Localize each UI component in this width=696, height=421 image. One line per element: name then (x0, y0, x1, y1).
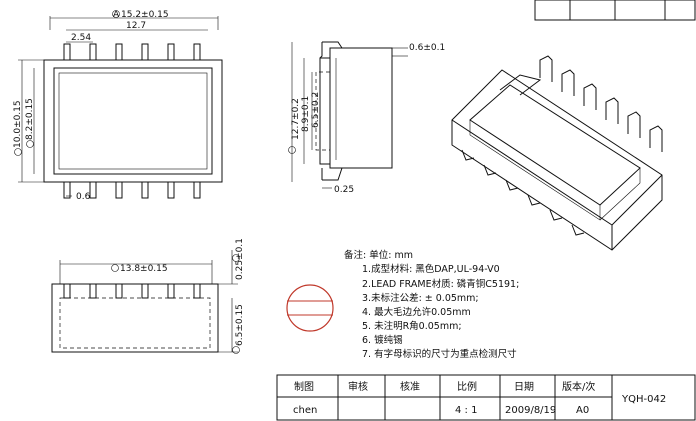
top-body-outer (43, 59, 223, 183)
top-body-inner (53, 67, 213, 175)
dim-side-h1: 12.7±0.2 (291, 98, 301, 140)
iso-pins-rear (539, 55, 663, 152)
tb-version: A0 (576, 405, 589, 416)
dim-front-h1: 0.25±0.1 (235, 238, 245, 280)
tb-header-version: 版本/次 (562, 380, 595, 393)
dim-pitch: 2.54 (71, 33, 91, 43)
dim-top-inner: 12.7 (126, 21, 146, 31)
tb-header-drawn: 制图 (294, 380, 314, 393)
dim-front-h2: 6.5±0.15 (235, 304, 245, 346)
note-4: 4. 最大毛边允许0.05mm (362, 306, 471, 318)
tb-date: 2009/8/19 (505, 405, 556, 416)
title-block: 制图 审核 核准 比例 日期 版本/次 chen 4 : 1 2009/8/19… (276, 374, 696, 421)
top-leads-upper (63, 43, 201, 61)
dim-lead-width: 0.6 (76, 192, 91, 202)
note-7: 7. 有字母标识的尺寸为重点检测尺寸 (362, 348, 517, 360)
dim-top-width: 15.2±0.15 (121, 10, 169, 20)
note-1: 1.成型材料: 黑色DAP,UL-94-V0 (362, 263, 500, 275)
note-5: 5. 未注明R角0.05mm; (362, 320, 462, 332)
marker-a: A (113, 10, 120, 20)
top-view: A 15.2±0.15 12.7 2.54 (13, 10, 223, 202)
top-leads-lower (63, 181, 201, 199)
dim-height-inner: 8.2±0.15 (25, 98, 35, 140)
corner-table (534, 0, 696, 21)
tb-header-review: 审核 (348, 380, 368, 393)
front-leads (63, 283, 201, 299)
dim-lead-thick: 0.25 (334, 185, 354, 195)
tb-header-scale: 比例 (457, 380, 477, 393)
dim-side-h3: 6.5±0.2 (311, 92, 321, 128)
note-2: 2.LEAD FRAME材质: 磷青铜C5191; (362, 278, 519, 290)
notes-block: 备注: 单位: mm 1.成型材料: 黑色DAP,UL-94-V0 2.LEAD… (344, 249, 519, 360)
dim-height-outer: 10.0±0.15 (13, 100, 23, 148)
front-view: 13.8±0.15 0.25±0.1 6.5±0.15 (51, 238, 245, 354)
iso-pins-front (461, 149, 585, 236)
note-6: 6. 镀纯锡 (362, 334, 403, 346)
notes-header: 备注: 单位: mm (344, 249, 413, 261)
projection-symbol (286, 284, 334, 332)
note-3: 3.未标注公差: ± 0.05mm; (362, 292, 479, 304)
dim-side-wall: 0.6±0.1 (409, 43, 445, 53)
tb-header-approve: 核准 (400, 380, 420, 393)
isometric-view (451, 55, 663, 251)
tb-drawn-by: chen (293, 405, 317, 416)
tb-header-date: 日期 (514, 381, 534, 393)
dim-front-width: 13.8±0.15 (120, 264, 168, 274)
side-view: 0.6±0.1 12.7±0.2 8.9±0.1 6.5±0.2 0.25 (288, 41, 445, 195)
dim-side-h2: 8.9±0.1 (301, 96, 311, 132)
part-number: YQH-042 (621, 394, 666, 405)
tb-scale: 4 : 1 (455, 405, 477, 416)
